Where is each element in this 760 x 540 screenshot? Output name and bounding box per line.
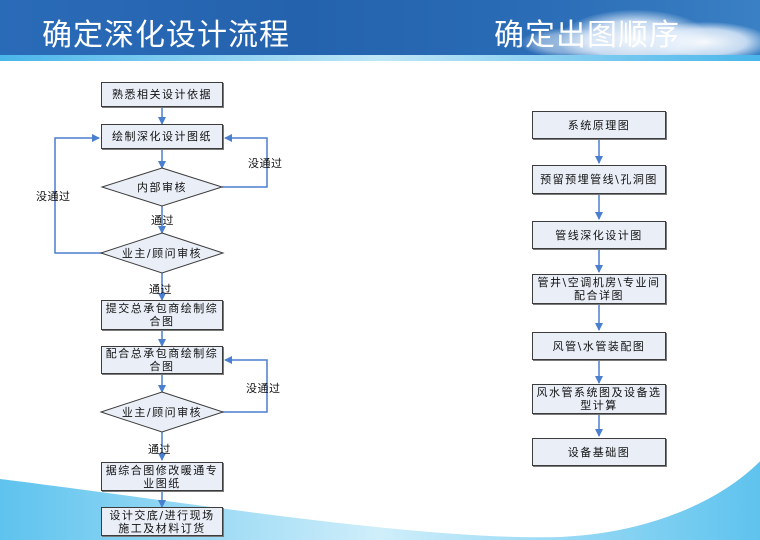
node-text: 据综合图修改暖通专业图纸 (105, 463, 219, 490)
edge (54, 134, 103, 254)
node-text: 系统原理图 (567, 118, 631, 132)
decision-diamond-internal-review (100, 167, 224, 207)
node-text: 管井\空调机房\专业间配合详图 (537, 276, 661, 302)
node-text: 配合总承包商绘制综合图 (105, 347, 219, 373)
cloud-decoration (640, 22, 760, 55)
edge (222, 134, 268, 188)
edge-label-internal-pass: 通过 (151, 214, 174, 227)
node-text: 设备基础图 (567, 445, 631, 459)
edge-label-owner1-pass: 通过 (149, 283, 172, 296)
drawing-step-6: 风水管系统图及设备选型计算 (532, 384, 666, 414)
drawing-step-1: 系统原理图 (532, 111, 666, 139)
edge (222, 356, 268, 413)
node-text: 提交总承包商绘制综合图 (105, 302, 219, 328)
node-text: 预留预埋管线\孔洞图 (540, 173, 658, 186)
process-handover: 设计交底/进行现场施工及材料订货 (101, 507, 223, 536)
drawing-step-2: 预留预埋管线\孔洞图 (532, 165, 666, 194)
decision-label-owner-review-2: 业主/顾问审核 (121, 406, 203, 419)
process-basis: 熟悉相关设计依据 (101, 82, 223, 107)
drawing-step-4: 管井\空调机房\专业间配合详图 (532, 274, 666, 304)
title-right: 确定出图顺序 (494, 18, 680, 53)
decision-diamond-owner-review-1 (99, 232, 225, 274)
node-text: 风管\水管装配图 (552, 339, 646, 353)
drawing-step-3: 管线深化设计图 (532, 221, 666, 249)
process-submit-gc: 提交总承包商绘制综合图 (101, 300, 223, 330)
node-text: 风水管系统图及设备选型计算 (536, 386, 662, 412)
node-text: 设计交底/进行现场施工及材料订货 (109, 508, 215, 535)
edge-label-owner2-pass: 通过 (148, 443, 171, 456)
edge-label-owner2-fail: 没通过 (246, 382, 281, 395)
edge-label-internal-fail: 没通过 (248, 157, 283, 170)
process-revise: 据综合图修改暖通专业图纸 (101, 462, 223, 491)
header-banner: 确定深化设计流程 确定出图顺序 (0, 0, 760, 55)
process-coop-gc: 配合总承包商绘制综合图 (101, 346, 223, 374)
title-left: 确定深化设计流程 (42, 18, 290, 53)
edge-label-owner1-fail: 没通过 (36, 190, 71, 203)
decision-diamond-owner-review-2 (99, 391, 225, 433)
node-text: 管线深化设计图 (555, 228, 643, 242)
node-text: 绘制深化设计图纸 (112, 130, 212, 143)
process-draw: 绘制深化设计图纸 (101, 124, 223, 149)
header-stripe (0, 55, 760, 61)
decision-label-internal-review: 内部审核 (137, 181, 187, 194)
drawing-step-7: 设备基础图 (532, 438, 666, 466)
drawing-step-5: 风管\水管装配图 (532, 332, 666, 360)
cloud-decoration (520, 28, 620, 55)
node-text: 熟悉相关设计依据 (112, 88, 212, 101)
decision-label-owner-review-1: 业主/顾问审核 (121, 247, 203, 260)
